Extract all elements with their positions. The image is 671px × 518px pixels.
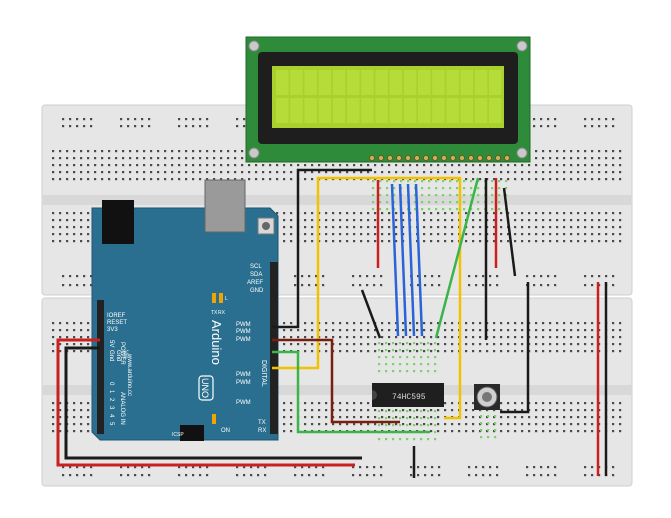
label-pwm-2: PWM bbox=[236, 329, 251, 335]
label-5v: 5V bbox=[108, 340, 114, 347]
wire-red-lcd-vcc bbox=[376, 178, 498, 268]
label-gnd-1: Gnd bbox=[108, 350, 114, 361]
wire-black-pin9-lcd bbox=[272, 168, 372, 329]
label-analog-0: 0 bbox=[108, 382, 114, 386]
lcd-module bbox=[245, 36, 531, 163]
usb-connector-icon bbox=[204, 179, 246, 233]
label-analog-1: 1 bbox=[108, 390, 114, 394]
barrel-jack-icon bbox=[102, 200, 134, 244]
label-pwm-3: PWM bbox=[236, 337, 251, 343]
wire-green-pin11-ic bbox=[272, 350, 430, 434]
label-arduino-brand: Arduino bbox=[209, 320, 224, 365]
wire-black-lcd-gnd bbox=[484, 178, 517, 340]
label-icsp: ICSP bbox=[172, 432, 184, 438]
wire-yellow-pin7-lcd bbox=[272, 176, 462, 420]
label-led-tx: TX bbox=[211, 310, 218, 316]
label-website: www.arduino.cc bbox=[126, 353, 132, 396]
label-scl: SCL bbox=[250, 264, 262, 270]
label-led-l: L bbox=[225, 296, 228, 302]
wire-blue-data-bus bbox=[390, 183, 424, 337]
label-analog-4: 4 bbox=[108, 414, 114, 418]
label-on: ON bbox=[221, 428, 230, 434]
label-vin: Vin bbox=[122, 350, 128, 359]
label-tx: TX bbox=[258, 420, 266, 426]
label-analog-3: 3 bbox=[108, 406, 114, 410]
label-led-rx: RX bbox=[218, 310, 226, 316]
wire-red-arduino-5v bbox=[56, 338, 355, 467]
wire-black-arduino-gnd bbox=[64, 346, 362, 460]
icsp-header bbox=[180, 425, 204, 441]
label-analog-2: 2 bbox=[108, 398, 114, 402]
arduino-power-labels: IOREF RESET 3V3 5V Gnd Gnd Vin POWER ANA… bbox=[107, 313, 132, 426]
shift-register-ic: 74HC595 bbox=[372, 383, 444, 407]
label-aref: AREF bbox=[247, 280, 263, 286]
lcd-character-grid bbox=[276, 70, 502, 123]
label-sda: SDA bbox=[250, 272, 262, 278]
wire-green-lcd-ic bbox=[434, 177, 480, 339]
label-power: POWER bbox=[119, 342, 125, 365]
label-gnd: GND bbox=[250, 288, 264, 294]
label-3v3: 3V3 bbox=[107, 327, 118, 333]
label-pwm-4: PWM bbox=[236, 372, 251, 378]
label-digital: DIGITAL bbox=[260, 360, 267, 387]
wire-black-ic-gnd bbox=[360, 289, 382, 339]
label-gnd-2: Gnd bbox=[115, 350, 121, 361]
wire-brown-pin12-ic bbox=[272, 338, 400, 424]
label-pwm-1: PWM bbox=[236, 322, 251, 328]
label-analog-5: 5 bbox=[108, 422, 114, 426]
potentiometer-icon bbox=[474, 384, 500, 410]
label-reset: RESET bbox=[107, 320, 127, 326]
label-ioref: IOREF bbox=[107, 313, 126, 319]
ic-label: 74HC595 bbox=[392, 393, 426, 402]
label-rx: RX bbox=[258, 428, 266, 434]
label-analog-in: ANALOG IN bbox=[119, 392, 125, 425]
arduino-logo: Arduino UNO bbox=[198, 320, 224, 401]
label-pwm-5: PWM bbox=[236, 380, 251, 386]
lcd-pin-header bbox=[368, 154, 511, 162]
label-pwm-6: PWM bbox=[236, 400, 251, 406]
arduino-board: SCL SDA AREF GND PWM PWM PWM PWM PWM PWM… bbox=[91, 179, 279, 441]
arduino-header-labels: SCL SDA AREF GND PWM PWM PWM PWM PWM PWM… bbox=[172, 264, 267, 438]
label-uno: UNO bbox=[200, 378, 210, 398]
wire-black-pot-gnd bbox=[500, 282, 530, 414]
